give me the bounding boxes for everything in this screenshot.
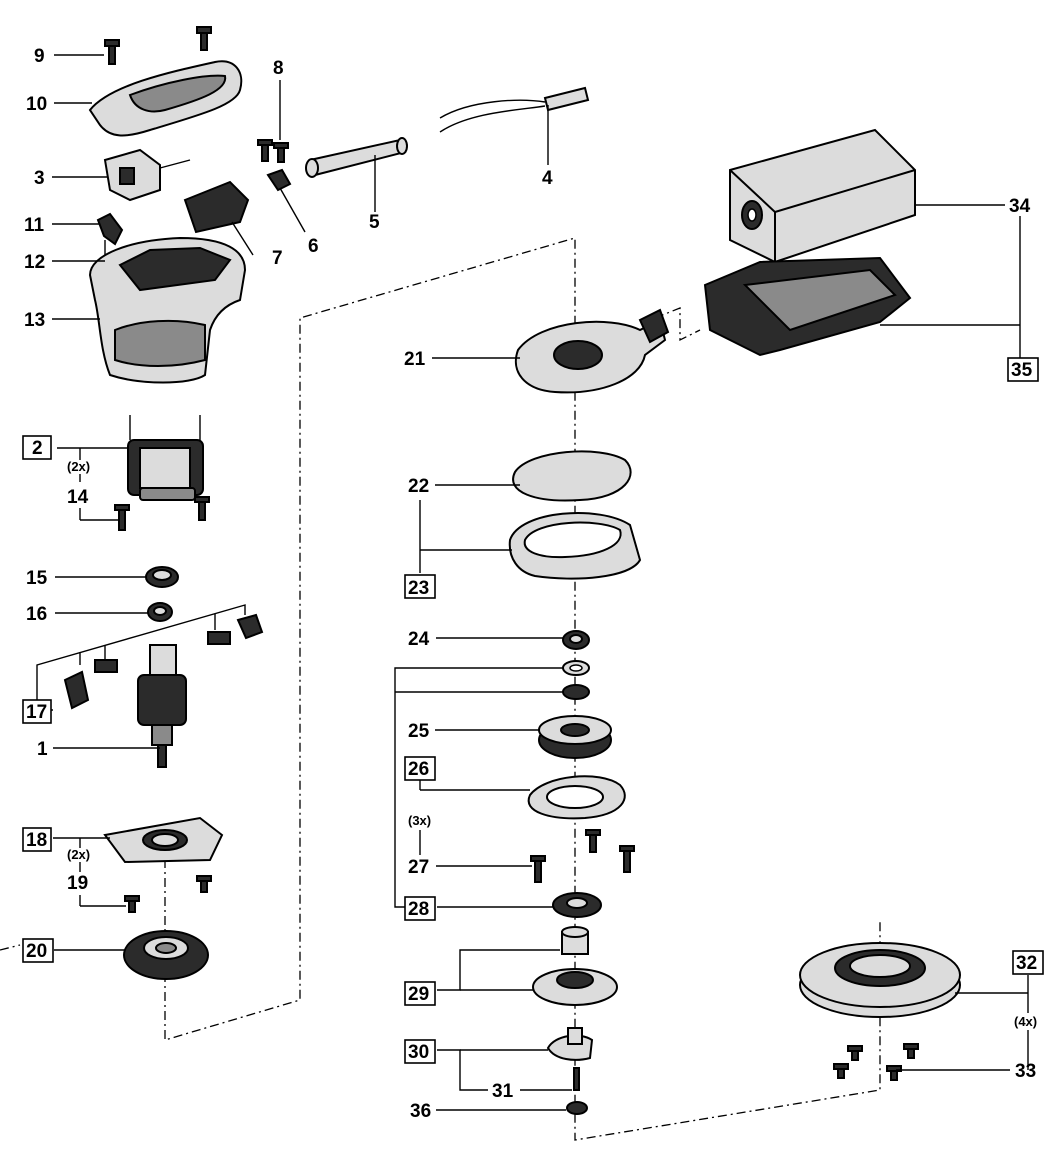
label-16: 16 <box>26 604 47 625</box>
brake-ring-23 <box>508 512 642 580</box>
label-6: 6 <box>308 236 319 257</box>
label-12: 12 <box>24 252 45 273</box>
label-17: 17 <box>26 702 47 723</box>
quantity-2: (2x) <box>67 459 90 474</box>
label-20: 20 <box>26 941 47 962</box>
screws-19 <box>124 875 212 913</box>
connector-block-7 <box>183 180 250 234</box>
label-25: 25 <box>408 721 430 742</box>
label-32: 32 <box>1016 953 1037 974</box>
label-8: 8 <box>273 58 284 79</box>
label-5: 5 <box>369 212 380 233</box>
bearing-15 <box>145 566 179 588</box>
bearing-24 <box>562 630 590 650</box>
label-11: 11 <box>24 215 45 236</box>
label-14: 14 <box>67 487 89 508</box>
label-36: 36 <box>410 1101 431 1122</box>
sanding-pad-32 <box>799 942 961 1018</box>
screw-31 <box>573 1067 580 1091</box>
label-27: 27 <box>408 857 429 878</box>
motor-housing-13 <box>88 236 247 384</box>
label-31: 31 <box>492 1081 514 1102</box>
label-1: 1 <box>37 739 48 760</box>
seal-ring-22 <box>512 450 632 502</box>
top-cover-10 <box>88 60 243 137</box>
label-23: 23 <box>408 578 429 599</box>
armature-1 <box>137 644 187 768</box>
label-22: 22 <box>408 476 429 497</box>
label-35: 35 <box>1011 360 1033 381</box>
label-4: 4 <box>542 168 553 189</box>
screws-14 <box>114 496 210 531</box>
switch-3 <box>103 148 191 202</box>
quantity-26: (3x) <box>408 813 431 828</box>
label-10: 10 <box>26 94 47 115</box>
label-34: 34 <box>1009 196 1031 217</box>
cover-plate-18 <box>103 816 224 864</box>
screw-9 <box>104 39 120 65</box>
bearing-28 <box>552 892 602 918</box>
screws-27 <box>530 829 635 883</box>
cable-clamp-6 <box>266 168 292 192</box>
screws-33 <box>833 1043 919 1081</box>
quantity-18: (2x) <box>67 847 90 862</box>
dust-bag-35 <box>703 256 912 357</box>
label-9: 9 <box>34 46 45 67</box>
boxed-label-frames <box>22 357 1044 1064</box>
label-15: 15 <box>26 568 48 589</box>
screws-8 <box>257 80 289 163</box>
dust-container-34 <box>729 128 916 264</box>
label-30: 30 <box>408 1042 429 1063</box>
label-26: 26 <box>408 759 429 780</box>
label-2: 2 <box>32 438 43 459</box>
power-cable-4 <box>439 86 590 133</box>
base-housing-21 <box>514 308 670 394</box>
label-28: 28 <box>408 899 429 920</box>
gear-25 <box>538 715 612 759</box>
eccentric-assembly-29 <box>532 926 618 1006</box>
label-19: 19 <box>67 873 88 894</box>
bearing-16 <box>147 602 173 622</box>
quantity-32: (4x) <box>1014 1014 1037 1029</box>
stator-2 <box>127 415 204 501</box>
assembly-axis-lines <box>164 237 881 1141</box>
screw-9b <box>196 26 212 51</box>
label-29: 29 <box>408 984 429 1005</box>
label-7: 7 <box>272 248 283 269</box>
washers-28 <box>562 660 590 700</box>
eccentric-30 <box>546 1027 594 1061</box>
label-3: 3 <box>34 168 45 189</box>
leader-lines <box>0 54 1029 1111</box>
carbon-brushes-17 <box>63 613 264 710</box>
ring-plate-26 <box>527 775 626 820</box>
cable-sleeve-5 <box>305 137 408 178</box>
part-number-labels: 9 10 8 3 4 11 5 6 7 12 13 34 21 35 2 (2x… <box>24 46 1037 1122</box>
clip-11 <box>96 212 124 246</box>
washer-36 <box>566 1101 588 1115</box>
fan-20 <box>123 930 209 980</box>
label-18: 18 <box>26 830 47 851</box>
label-33: 33 <box>1015 1061 1036 1082</box>
label-21: 21 <box>404 349 426 370</box>
label-13: 13 <box>24 310 45 331</box>
label-24: 24 <box>408 629 430 650</box>
